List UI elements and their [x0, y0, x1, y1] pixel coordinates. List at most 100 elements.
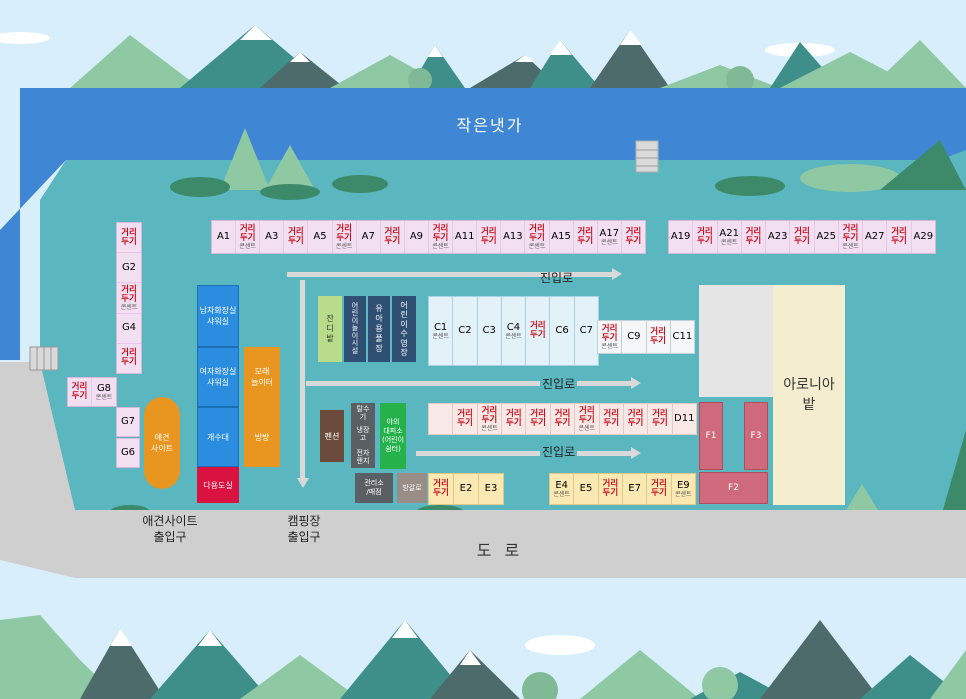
men-toilet-shower[interactable]: 남자화장실 샤워실	[197, 285, 239, 347]
site-a19[interactable]: A19	[669, 221, 694, 253]
distancing-gap[interactable]: 거리 두기	[284, 221, 309, 253]
site-e5[interactable]: E5	[574, 474, 599, 504]
site-a29[interactable]: A29	[912, 221, 935, 253]
site-e7[interactable]: E7	[623, 474, 648, 504]
pet-gate-label: 애견사이트 출입구	[142, 514, 198, 544]
distancing-gap[interactable]: 거리 두기	[624, 404, 649, 434]
distancing-gap[interactable]: 거리 두기	[647, 474, 672, 504]
site-a9[interactable]: A9	[405, 221, 429, 253]
distancing-gap[interactable]: 거리 두기	[429, 474, 454, 504]
entry-road-1-line	[287, 272, 612, 277]
distancing-gap-label: 거리 두기	[627, 409, 644, 428]
site-d11[interactable]: D11	[673, 404, 696, 434]
distancing-gap[interactable]: 거리 두기	[648, 404, 673, 434]
site-c7[interactable]: C7	[575, 297, 598, 365]
site-g8-block[interactable]: 거리 두기 G8 콘센트	[67, 377, 117, 407]
site-a29-label: A29	[913, 231, 934, 242]
distancing-gap[interactable]: 거리 두기	[453, 404, 478, 434]
distancing-gap[interactable]: 거리 두기	[742, 221, 767, 253]
multipurpose-room[interactable]: 다용도실	[197, 467, 239, 503]
distancing-gap[interactable]: 거리 두기	[526, 297, 551, 365]
site-a23[interactable]: A23	[766, 221, 791, 253]
outlet-label: 콘센트	[120, 303, 138, 311]
distancing-gap[interactable]: 거리 두기	[502, 404, 527, 434]
site-e3[interactable]: E3	[479, 474, 503, 504]
site-a25[interactable]: A25	[815, 221, 839, 253]
site-f1[interactable]: F1	[699, 402, 723, 470]
site-g2[interactable]: G2	[117, 253, 141, 284]
distancing-gap[interactable]: 거리 두기	[693, 221, 718, 253]
distancing-gap[interactable]: 거리 두기	[622, 221, 645, 253]
site-a11[interactable]: A11	[453, 221, 478, 253]
sandbox-playground[interactable]: 모래 놀이터	[244, 347, 280, 407]
site-a27[interactable]: A27	[863, 221, 888, 253]
microwave[interactable]: 전자 렌지	[351, 445, 375, 468]
lawn-area[interactable]: 잔 디 밭	[318, 296, 342, 362]
spin-dryer[interactable]: 탈수 기	[351, 403, 375, 423]
distancing-gap[interactable]: 거리 두기	[887, 221, 912, 253]
distancing-gap[interactable]: 거리 두기	[600, 404, 624, 434]
site-g7[interactable]: G7	[116, 407, 140, 437]
site-f3[interactable]: F3	[744, 402, 768, 470]
distancing-gap[interactable]: 거리 두기	[647, 321, 671, 353]
distancing-gap[interactable]: 거리 두기	[526, 404, 551, 434]
distancing-gap-label: 거리 두기	[239, 223, 256, 243]
site-f2[interactable]: F2	[699, 472, 768, 504]
site-a13[interactable]: A13	[501, 221, 526, 253]
distancing-gap-label: 거리 두기	[432, 223, 449, 243]
site-c6[interactable]: C6	[550, 297, 575, 365]
site-a3[interactable]: A3	[260, 221, 285, 253]
office-store[interactable]: 관리소 /매점	[355, 473, 393, 503]
site-a15[interactable]: A15	[550, 221, 574, 253]
distancing-gap[interactable]: 거리 두기	[117, 344, 141, 373]
bungalow[interactable]: 방갈로	[397, 473, 427, 503]
women-toilet-shower[interactable]: 여자화장실 샤워실	[197, 347, 239, 407]
site-e2-label: E2	[459, 483, 473, 494]
site-e2[interactable]: E2	[454, 474, 479, 504]
distancing-gap[interactable]: 거리 두기	[790, 221, 815, 253]
site-c2[interactable]: C2	[453, 297, 478, 365]
site-a7[interactable]: A7	[357, 221, 381, 253]
pension[interactable]: 펜션	[320, 410, 344, 462]
infant-pool[interactable]: 유 아 용 풀 장	[368, 296, 390, 362]
distancing-gap[interactable]: 거리 두기	[574, 221, 598, 253]
distancing-gap-label: 거리 두기	[433, 479, 449, 498]
outdoor-shelter[interactable]: 야외 대피소 (어린이 쉼터)	[380, 403, 406, 469]
distancing-gap[interactable]: 거리 두기	[599, 474, 623, 504]
entry-road-1-arrowhead	[612, 268, 622, 280]
site-g6-label: G6	[120, 447, 136, 458]
distancing-gap[interactable]: 거리 두기	[381, 221, 405, 253]
trampoline-area[interactable]: 방방	[244, 407, 280, 467]
kids-pool[interactable]: 어 린 이 수 영 장	[392, 296, 416, 362]
pet-site[interactable]: 애견 사이트	[144, 397, 180, 489]
sink-area[interactable]: 개수대	[197, 407, 239, 467]
site-c3[interactable]: C3	[478, 297, 502, 365]
site-c9[interactable]: C9	[622, 321, 647, 353]
site-a1[interactable]: A1	[212, 221, 237, 253]
site-g6[interactable]: G6	[116, 438, 140, 468]
distancing-gap[interactable]: 거리 두기	[117, 223, 141, 254]
kids-play-facility[interactable]: 어 린 이 놀 이 시 설	[344, 296, 366, 362]
site-a5[interactable]: A5	[308, 221, 333, 253]
site-g4[interactable]: G4	[117, 314, 141, 344]
distancing-gap[interactable]: 거리 두기	[551, 404, 576, 434]
distancing-gap-label: 거리 두기	[288, 227, 304, 246]
refrigerator[interactable]: 냉장 고	[351, 423, 375, 445]
distancing-gap[interactable]: 거리 두기	[477, 221, 502, 253]
site-c11[interactable]: C11	[671, 321, 694, 353]
